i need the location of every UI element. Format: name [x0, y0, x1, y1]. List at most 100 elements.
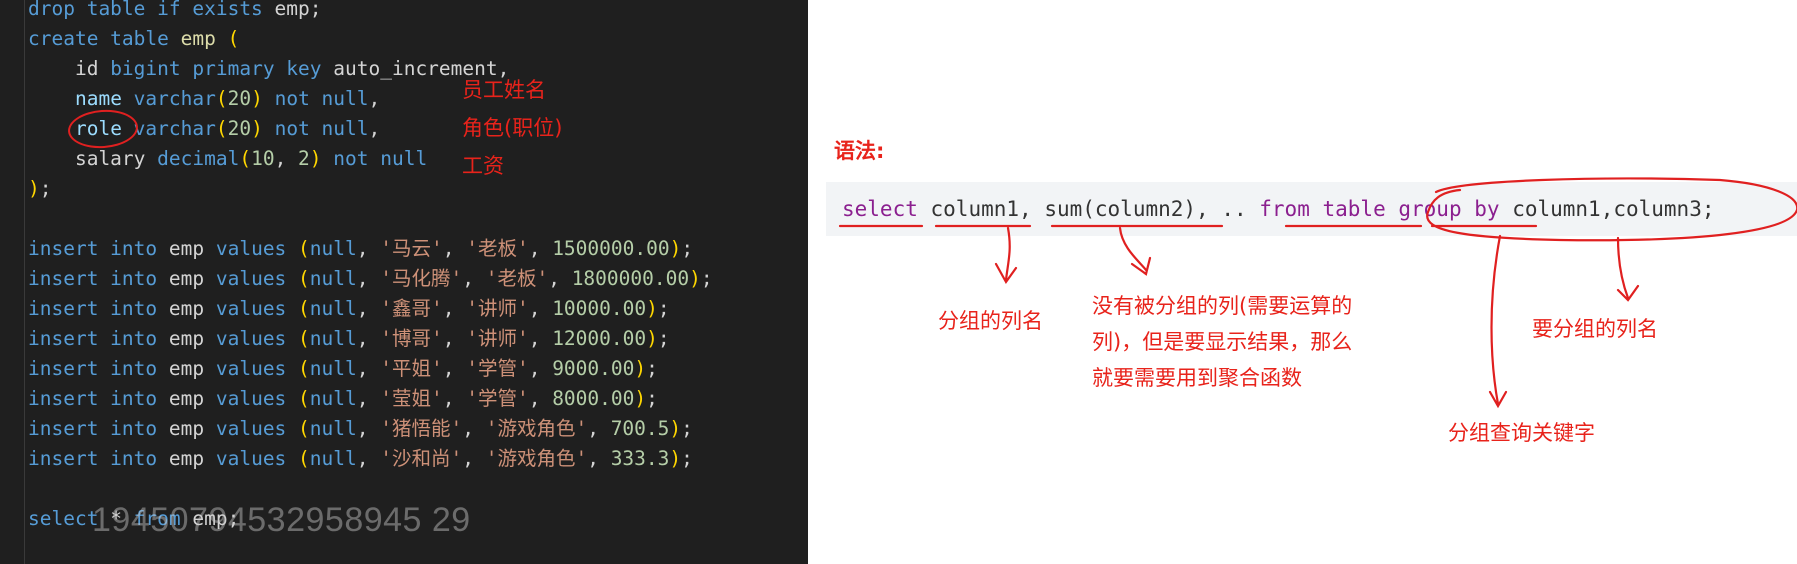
code-token: 8000.00 [552, 387, 635, 410]
code-token: ( [215, 87, 228, 110]
code-token: null [309, 387, 357, 410]
code-token: 700.5 [610, 417, 670, 440]
code-line: drop table if exists emp; [28, 0, 322, 24]
code-token: '马化腾' [380, 267, 463, 290]
syntax-token: from [1259, 197, 1310, 221]
code-token: ) [689, 267, 701, 290]
code-token: emp [168, 447, 216, 470]
code-token: values [215, 297, 299, 320]
watermark-id: 19450794532958945 29 [92, 501, 471, 539]
code-line: insert into emp values (null, '平姐', '学管'… [28, 354, 658, 384]
code-token: , [368, 87, 381, 110]
syntax-token [918, 197, 931, 221]
code-token: emp [168, 417, 216, 440]
code-token: , [528, 237, 553, 260]
code-token: ) [669, 447, 682, 470]
code-token: , [462, 417, 486, 440]
code-token: ( [298, 267, 310, 290]
annotation-ungrouped-2: 列)，但是要显示结果，那么 [1092, 330, 1353, 354]
code-token: ) [669, 417, 682, 440]
code-token: ; [646, 387, 658, 410]
annotation-group-column: 分组的列名 [938, 309, 1043, 333]
code-token: , [587, 447, 611, 470]
code-token: emp [168, 297, 216, 320]
code-line: insert into emp values (null, '莹姐', '学管'… [28, 384, 658, 414]
code-token: salary [28, 147, 158, 170]
code-line: name varchar(20) not null, [28, 84, 380, 114]
code-token: '讲师' [466, 327, 529, 350]
code-token: null [309, 267, 357, 290]
code-token: name [74, 87, 134, 110]
code-token: ( [298, 447, 310, 470]
code-token: '老板' [466, 237, 529, 260]
code-token: '猪悟能' [380, 417, 463, 440]
code-token: ; [657, 327, 670, 350]
code-token: , [274, 147, 299, 170]
annotation-ungrouped-1: 没有被分组的列(需要运算的 [1092, 294, 1353, 318]
code-token: '博哥' [380, 327, 443, 350]
syntax-token: sum(column2) [1044, 197, 1197, 221]
code-token: ( [298, 357, 310, 380]
annotation-ungrouped-3: 就要需要用到聚合函数 [1092, 366, 1302, 390]
code-line: create table emp ( [28, 24, 239, 54]
code-token: 10 [251, 147, 275, 170]
syntax-title: 语法: [834, 139, 885, 163]
code-line: id bigint primary key auto_increment, [28, 54, 509, 84]
code-token: , [442, 327, 467, 350]
code-token: ) [646, 297, 658, 320]
note-salary: 工资 [462, 154, 504, 178]
code-token: emp [180, 27, 216, 50]
code-token: null [309, 237, 357, 260]
code-token: , [442, 357, 467, 380]
code-token: values [215, 387, 299, 410]
code-token: decimal [157, 147, 240, 170]
annotation-to-group-column: 要分组的列名 [1532, 317, 1658, 341]
syntax-token: table [1322, 197, 1386, 221]
code-token: ; [681, 417, 693, 440]
code-token: select [28, 507, 111, 530]
code-line: insert into emp values (null, '马云', '老板'… [28, 234, 693, 264]
code-token: not null [262, 117, 369, 140]
annotation-group-keyword: 分组查询关键字 [1448, 421, 1595, 445]
code-token: insert into [28, 267, 169, 290]
code-token: '讲师' [466, 297, 529, 320]
syntax-token: , .. [1196, 197, 1260, 221]
code-token: 20 [227, 117, 252, 140]
code-token: values [215, 237, 299, 260]
code-token: '马云' [380, 237, 443, 260]
code-token: ; [681, 447, 693, 470]
code-token: not null [262, 87, 369, 110]
code-token: '鑫哥' [380, 297, 443, 320]
arrow-group-column [994, 226, 1018, 285]
code-token: insert into [28, 297, 169, 320]
syntax-token: select [842, 197, 918, 221]
note-role: 角色(职位) [462, 116, 563, 140]
code-line: insert into emp values (null, '沙和尚', '游戏… [28, 444, 693, 474]
code-line: select * from emp; [28, 504, 239, 534]
code-token: , [356, 387, 381, 410]
code-token: , [442, 387, 467, 410]
code-token: varchar [133, 117, 216, 140]
syntax-token: column1 [930, 197, 1020, 221]
code-token: role [74, 117, 134, 140]
code-token: '沙和尚' [380, 447, 463, 470]
code-token: '莹姐' [380, 387, 443, 410]
code-token: 1500000.00 [552, 237, 670, 260]
code-line: insert into emp values (null, '博哥', '讲师'… [28, 324, 670, 354]
code-token: , [462, 447, 486, 470]
code-token: bigint [110, 57, 193, 80]
code-editor[interactable]: drop table if exists emp;create table em… [0, 0, 808, 564]
code-line: insert into emp values (null, '马化腾', '老板… [28, 264, 713, 294]
code-token: 333.3 [610, 447, 670, 470]
code-token: 12000.00 [552, 327, 647, 350]
code-line: ); [28, 174, 52, 204]
code-token: ) [646, 327, 658, 350]
code-token: insert into [28, 417, 169, 440]
note-name: 员工姓名 [462, 78, 546, 102]
code-token: , [442, 297, 467, 320]
code-token: '平姐' [380, 357, 443, 380]
code-token: ; [39, 177, 52, 200]
code-token: insert into [28, 447, 169, 470]
code-token: , [587, 417, 611, 440]
code-token: 1800000.00 [571, 267, 690, 290]
